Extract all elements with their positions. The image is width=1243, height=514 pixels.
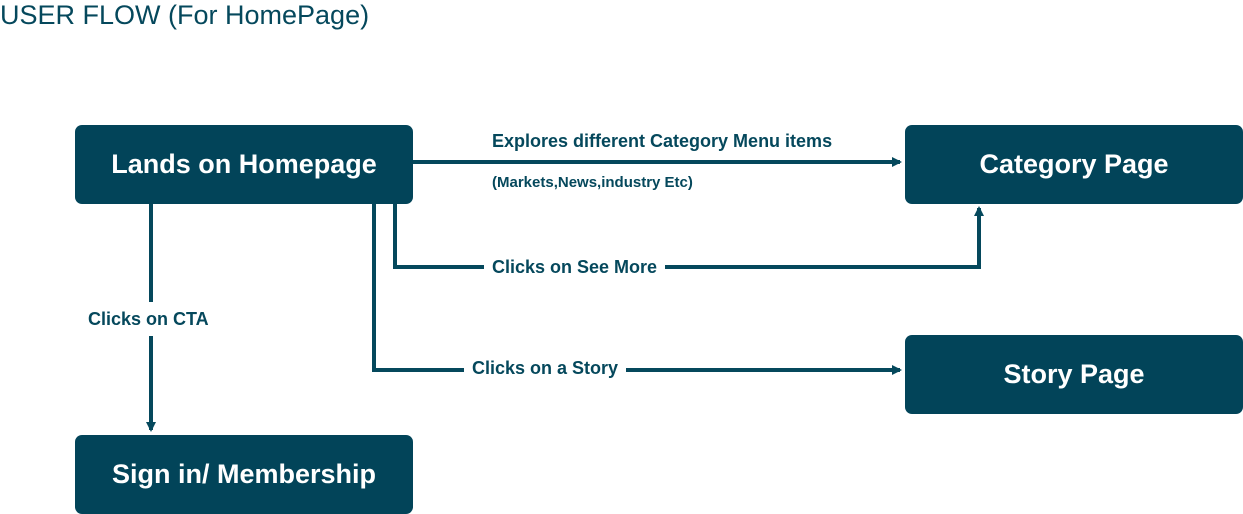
edge-label-story: Clicks on a Story: [464, 357, 627, 379]
edge-story-to-story-page: [372, 204, 902, 375]
node-story-page: Story Page: [905, 335, 1243, 414]
edge-label-explores-sub: (Markets,News,industry Etc): [484, 172, 701, 194]
node-lands-on-homepage: Lands on Homepage: [75, 125, 413, 204]
node-category-page: Category Page: [905, 125, 1243, 204]
page-title: USER FLOW (For HomePage): [0, 0, 370, 30]
edge-label-see-more: Clicks on See More: [484, 256, 666, 278]
edge-see-more-to-category: [393, 204, 984, 269]
edge-label-cta: Clicks on CTA: [84, 302, 213, 336]
node-sign-in-membership: Sign in/ Membership: [75, 435, 413, 514]
edge-label-explores: Explores different Category Menu items: [484, 130, 841, 152]
